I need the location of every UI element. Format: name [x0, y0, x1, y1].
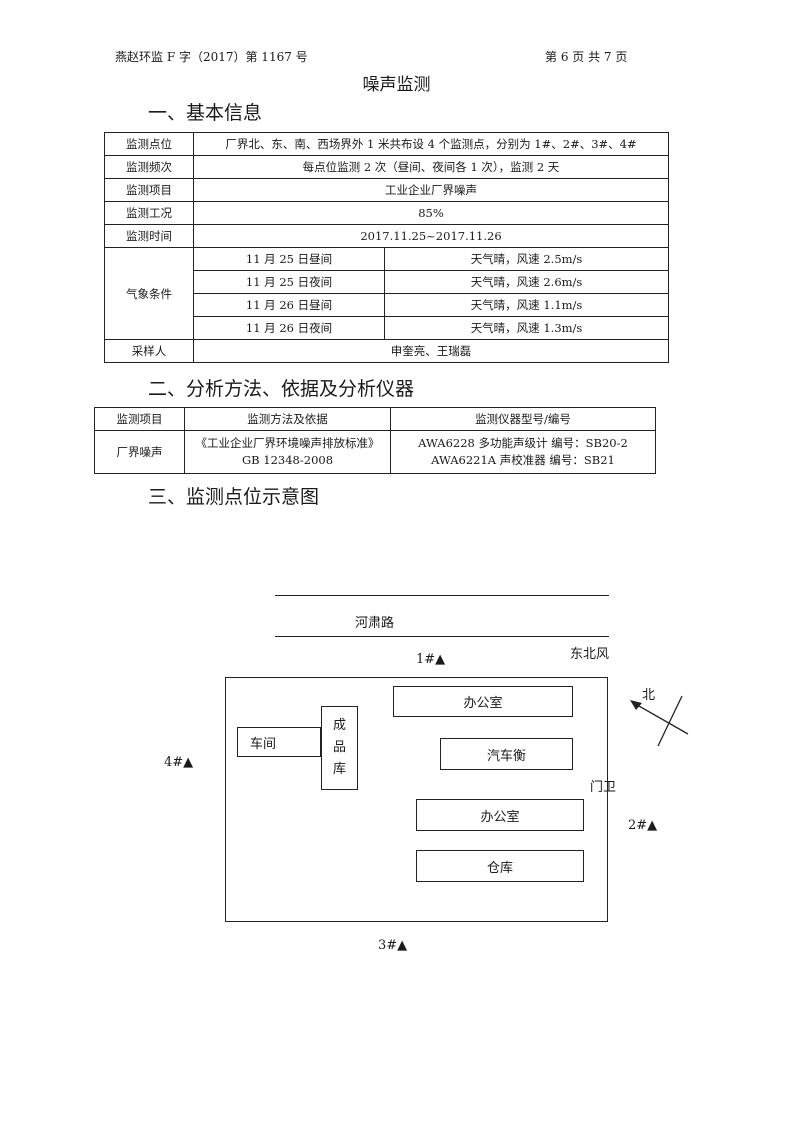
- row-value: 申奎亮、王瑞磊: [193, 339, 669, 363]
- row-label: 监测点位: [104, 132, 194, 156]
- table-row: 监测时间 2017.11.25~2017.11.26: [104, 224, 669, 248]
- table-row: 监测频次 每点位监测 2 次（昼间、夜间各 1 次），监测 2 天: [104, 155, 669, 179]
- method-standard-code: GB 12348-2008: [241, 453, 334, 467]
- road-line-top: [275, 595, 609, 596]
- instrument-2: AWA6221A 声校准器 编号：SB21: [431, 453, 615, 467]
- section-analysis-method: 二、分析方法、依据及分析仪器: [148, 378, 415, 400]
- instrument-1: AWA6228 多功能声级计 编号：SB20-2: [418, 436, 628, 450]
- road-line-bottom: [275, 636, 609, 637]
- row-label: 采样人: [104, 339, 194, 363]
- monitor-point-3: 3#▲: [378, 938, 408, 953]
- product-store-char: 库: [332, 762, 346, 777]
- column-header: 监测仪器型号/编号: [390, 407, 656, 431]
- page-indicator: 第 6 页 共 7 页: [545, 50, 628, 64]
- monitor-point-4: 4#▲: [164, 755, 194, 770]
- row-label: 监测项目: [104, 178, 194, 202]
- weather-date: 11 月 26 日夜间: [193, 316, 385, 340]
- workshop-building: 车间: [237, 727, 321, 757]
- compass-arrow-icon: [630, 695, 689, 747]
- weather-date: 11 月 26 日昼间: [193, 293, 385, 317]
- monitor-point-2: 2#▲: [628, 818, 658, 833]
- column-header: 监测项目: [94, 407, 185, 431]
- row-label: 监测频次: [104, 155, 194, 179]
- table-row: 监测工况 85%: [104, 201, 669, 225]
- basic-info-table: 监测点位 厂界北、东、南、西场界外 1 米共布设 4 个监测点，分别为 1#、2…: [104, 132, 669, 363]
- instrument-info: AWA6228 多功能声级计 编号：SB20-2 AWA6221A 声校准器 编…: [390, 430, 656, 474]
- road-label: 河肃路: [355, 616, 395, 631]
- table-row: 监测点位 厂界北、东、南、西场界外 1 米共布设 4 个监测点，分别为 1#、2…: [104, 132, 669, 156]
- method-table: 监测项目 监测方法及依据 监测仪器型号/编号 厂界噪声 《工业企业厂界环境噪声排…: [94, 407, 656, 474]
- product-store-char: 成: [332, 718, 346, 733]
- column-header: 监测方法及依据: [184, 407, 391, 431]
- monitor-point-1: 1#▲: [416, 652, 446, 667]
- office-bottom-building: 办公室: [416, 799, 584, 831]
- row-value: 85%: [193, 201, 669, 225]
- weather-desc: 天气晴，风速 2.6m/s: [384, 270, 669, 294]
- weather-desc: 天气晴，风速 1.1m/s: [384, 293, 669, 317]
- section-monitoring-diagram: 三、监测点位示意图: [148, 486, 320, 508]
- weighbridge-building: 汽车衡: [440, 738, 573, 770]
- product-warehouse-building: 成 品 库: [321, 706, 358, 790]
- row-label: 监测时间: [104, 224, 194, 248]
- table-row: 厂界噪声 《工业企业厂界环境噪声排放标准》 GB 12348-2008 AWA6…: [94, 430, 656, 474]
- row-label: 监测工况: [104, 201, 194, 225]
- table-row: 11 月 25 日夜间 天气晴，风速 2.6m/s: [105, 270, 669, 294]
- weather-desc: 天气晴，风速 1.3m/s: [384, 316, 669, 340]
- gatehouse-label: 门卫: [590, 780, 617, 795]
- table-row: 气象条件 11 月 25 日昼间 天气晴，风速 2.5m/s: [104, 247, 669, 340]
- row-value: 每点位监测 2 次（昼间、夜间各 1 次），监测 2 天: [193, 155, 669, 179]
- section-basic-info: 一、基本信息: [148, 102, 263, 124]
- warehouse-building: 仓库: [416, 850, 584, 882]
- wind-direction-label: 东北风: [570, 647, 610, 662]
- table-row: 11 月 26 日昼间 天气晴，风速 1.1m/s: [105, 293, 669, 317]
- table-row: 监测项目 工业企业厂界噪声: [104, 178, 669, 202]
- north-label: 北: [642, 688, 656, 703]
- row-value: 2017.11.25~2017.11.26: [193, 224, 669, 248]
- method-item: 厂界噪声: [94, 430, 185, 474]
- table-header-row: 监测项目 监测方法及依据 监测仪器型号/编号: [94, 407, 656, 431]
- row-label: 气象条件: [104, 247, 194, 340]
- weather-date: 11 月 25 日昼间: [193, 247, 385, 271]
- row-value: 厂界北、东、南、西场界外 1 米共布设 4 个监测点，分别为 1#、2#、3#、…: [193, 132, 669, 156]
- page-title: 噪声监测: [362, 75, 431, 95]
- weather-desc: 天气晴，风速 2.5m/s: [384, 247, 669, 271]
- table-row: 11 月 26 日夜间 天气晴，风速 1.3m/s: [105, 316, 669, 340]
- method-standard-name: 《工业企业厂界环境噪声排放标准》: [195, 436, 380, 450]
- product-store-char: 品: [332, 740, 346, 755]
- weather-date: 11 月 25 日夜间: [193, 270, 385, 294]
- method-basis: 《工业企业厂界环境噪声排放标准》 GB 12348-2008: [184, 430, 391, 474]
- office-top-building: 办公室: [393, 686, 573, 717]
- document-number: 燕赵环监 F 字（2017）第 1167 号: [115, 50, 308, 64]
- table-row: 采样人 申奎亮、王瑞磊: [104, 339, 669, 363]
- row-value: 工业企业厂界噪声: [193, 178, 669, 202]
- factory-boundary: [225, 677, 608, 922]
